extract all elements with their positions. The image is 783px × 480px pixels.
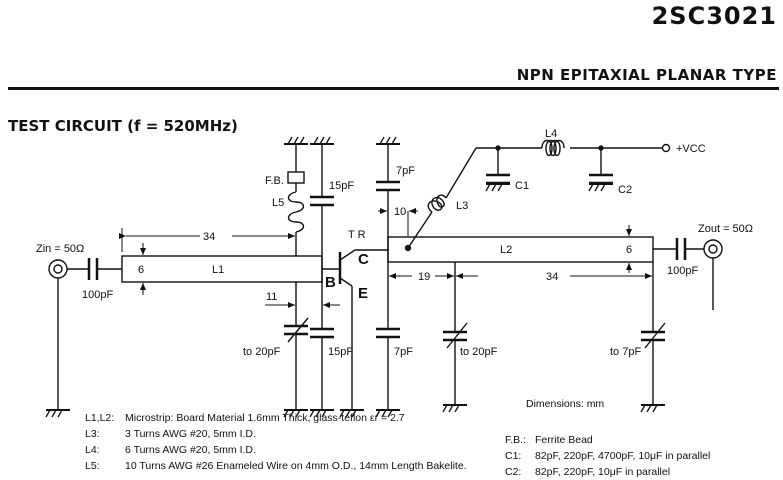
note-key: L1,L2: [85,412,115,424]
collector-trimmer-capacitor [443,262,468,405]
l3-tap-offset-label: 10 [394,206,406,218]
ferrite-bead-label: F.B. [265,175,284,187]
base-trimmer-offset-label: 11 [266,291,277,303]
input-coupling-capacitor [67,258,122,280]
collector-shunt-top-label: 7pF [396,165,415,177]
output-cap-label: 100pF [667,265,698,277]
transistor-label: T R [348,229,366,241]
supply-line [476,139,671,157]
capacitor-c1 [486,148,510,185]
microstrip-l2 [387,236,654,263]
l3-label: L3 [456,200,468,212]
l2-length-label: 34 [546,271,558,283]
collector-label: C [358,251,369,268]
c1-label: C1 [515,180,529,192]
l1-width-label: 6 [138,264,144,276]
collector-shunt-cap-top [376,144,400,410]
zin-label: Zin = 50Ω [36,243,84,255]
note-text: 82pF, 220pF, 4700pF, 10μF in parallel [535,450,711,462]
note-text: 3 Turns AWG #20, 5mm I.D. [125,428,256,440]
note-row: F.B.: Ferrite Bead [505,432,710,448]
note-key: L4: [85,444,100,456]
emitter-label: E [358,285,368,302]
note-text: 82pF, 220pF, 10μF in parallel [535,466,671,478]
collector-trimmer-label: to 20pF [460,346,498,358]
note-key: C1: [505,450,522,462]
output-trimmer-label: to 7pF [610,346,641,358]
part-number: 2SC3021 [651,2,777,30]
base-bias-branch [287,144,305,256]
base-trimmer-label: to 20pF [243,346,281,358]
section-title: TEST CIRCUIT (f = 520MHz) [8,117,238,135]
output-trimmer-capacitor [641,262,666,405]
collector-shunt-bottom-label: 7pF [394,346,413,358]
note-key: L5: [85,460,100,472]
output-connector [703,239,723,310]
l2-width-label: 6 [626,244,632,256]
base-shunt-top-label: 15pF [329,180,354,192]
l1-label: L1 [212,264,224,276]
base-shunt-cap-bottom [310,282,334,410]
note-row: L4: 6 Turns AWG #20, 5mm I.D. [85,442,467,458]
note-text: 6 Turns AWG #20, 5mm I.D. [125,444,256,456]
ground-symbols [45,136,666,418]
base-trimmer-capacitor [284,282,309,410]
l1-length-label: 34 [203,231,215,243]
note-key: C2: [505,466,522,478]
input-connector [48,259,68,410]
device-type: NPN EPITAXIAL PLANAR TYPE [516,66,777,84]
note-key: F.B.: [505,434,527,446]
note-text: Microstrip: Board Material 1.6mm Thick, … [125,412,405,424]
base-shunt-cap-top [310,144,334,256]
note-text: 10 Turns AWG #26 Enameled Wire on 4mm O.… [125,460,467,472]
base-label: B [325,274,336,291]
output-coupling-capacitor [653,238,704,260]
dimension-lines [119,208,652,308]
header-rule [8,87,779,90]
inductor-l3 [407,147,477,249]
note-row: L5: 10 Turns AWG #26 Enameled Wire on 4mm… [85,458,467,474]
component-notes-left: L1,L2: Microstrip: Board Material 1.6mm T… [85,410,467,474]
l2-label: L2 [500,244,512,256]
capacitor-c2 [589,148,613,185]
collector-trimmer-offset-label: 19 [418,271,430,283]
collector-shunt-cap-bottom [376,327,400,339]
dimensions-note: Dimensions: mm [526,398,605,410]
vcc-label: +VCC [676,143,706,155]
note-key: L3: [85,428,100,440]
note-text: Ferrite Bead [535,434,593,446]
note-row: L1,L2: Microstrip: Board Material 1.6mm T… [85,410,467,426]
note-row: C2: 82pF, 220pF, 10μF in parallel [505,464,710,480]
l5-label: L5 [272,197,284,209]
component-notes-right: F.B.: Ferrite Bead C1: 82pF, 220pF, 4700pF… [505,432,710,480]
c2-label: C2 [618,184,632,196]
zout-label: Zout = 50Ω [698,223,753,235]
note-row: C1: 82pF, 220pF, 4700pF, 10μF in parallel [505,448,710,464]
transistor-tr [322,249,388,410]
base-shunt-bottom-label: 15pF [328,346,353,358]
l4-label: L4 [545,128,557,140]
input-cap-label: 100pF [82,289,113,301]
note-row: L3: 3 Turns AWG #20, 5mm I.D. [85,426,467,442]
